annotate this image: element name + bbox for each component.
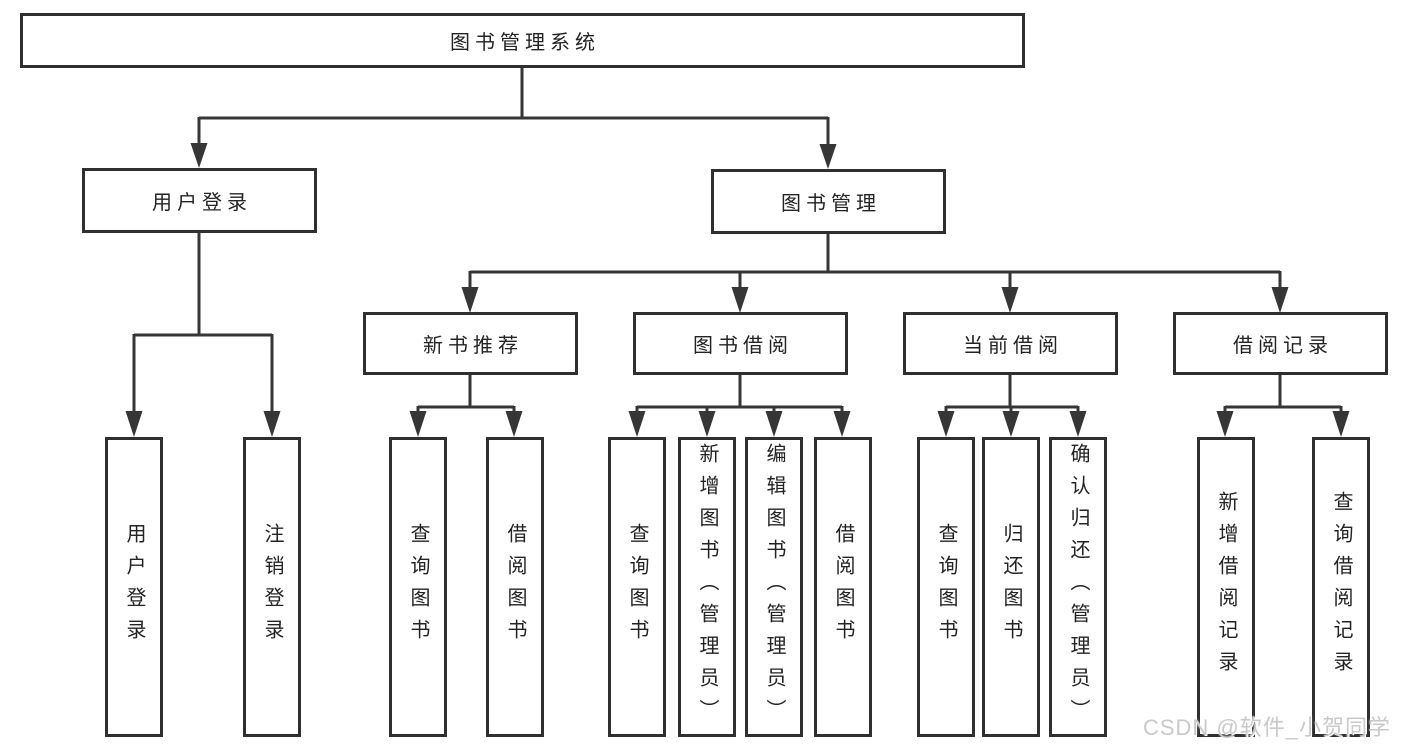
- node-current-borrow: 当前借阅: [903, 312, 1118, 375]
- leaf-user-login: 用户登录: [105, 437, 163, 737]
- leaf-query-books-1: 查询图书: [389, 437, 447, 737]
- node-borrow-records: 借阅记录: [1173, 312, 1388, 375]
- node-book-management: 图书管理: [711, 169, 946, 234]
- node-book-borrow: 图书借阅: [633, 312, 848, 375]
- leaf-query-borrow-record: 查询借阅记录: [1312, 437, 1370, 737]
- leaf-return-books: 归还图书: [982, 437, 1040, 737]
- leaf-add-borrow-record: 新增借阅记录: [1197, 437, 1255, 737]
- node-root-system: 图书管理系统: [20, 13, 1025, 68]
- csdn-watermark: CSDN @软件_小贺同学: [1142, 715, 1391, 740]
- leaf-query-books-3: 查询图书: [917, 437, 975, 737]
- arrowheads: [125, 143, 1350, 437]
- leaf-confirm-return-admin: 确认归还（管理员）: [1049, 437, 1107, 737]
- node-new-book-recommend: 新书推荐: [363, 312, 578, 375]
- node-user-login: 用户登录: [82, 168, 317, 233]
- leaf-logout: 注销登录: [243, 437, 301, 737]
- leaf-borrow-books-1: 借阅图书: [486, 437, 544, 737]
- leaf-borrow-books-2: 借阅图书: [814, 437, 872, 737]
- leaf-query-books-2: 查询图书: [608, 437, 666, 737]
- leaf-edit-books-admin: 编辑图书（管理员）: [745, 437, 803, 737]
- leaf-add-books-admin: 新增图书（管理员）: [678, 437, 736, 737]
